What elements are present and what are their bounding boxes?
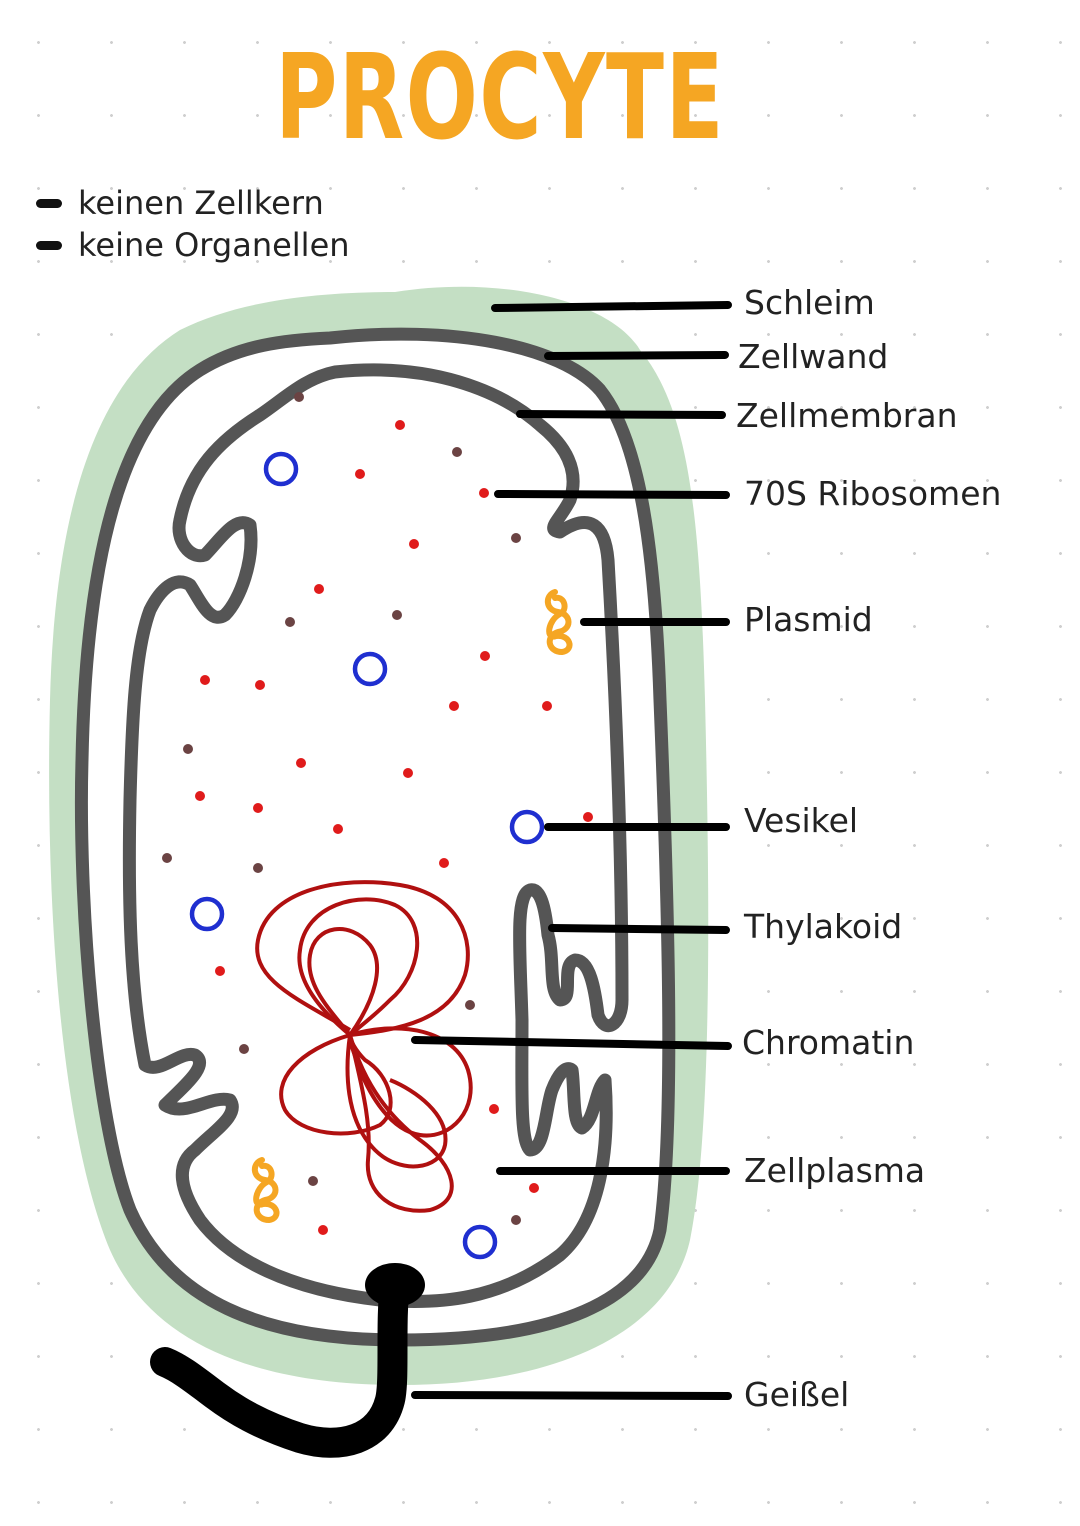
note-no-nucleus: keinen Zellkern (36, 184, 324, 222)
ribosome-dot (162, 853, 172, 863)
plasmid-group (251, 589, 573, 1224)
leader-lines (411, 301, 732, 1400)
bullet-dash-icon (36, 240, 62, 250)
ribosome-dot (296, 758, 306, 768)
ribosome-dot (285, 617, 295, 627)
ribosome-dot (294, 392, 304, 402)
ribosome-dot (355, 469, 365, 479)
vesicle (352, 651, 388, 687)
ribosome-dot (308, 1176, 318, 1186)
ribosome-dot (183, 744, 193, 754)
label-chromatin: Chromatin (742, 1023, 915, 1062)
ribosome-dot (255, 680, 265, 690)
ribosome-dot (253, 863, 263, 873)
plasmid-icon (251, 1157, 280, 1224)
ribosome-dot (253, 803, 263, 813)
vesicle (189, 896, 225, 932)
vesicle (263, 451, 299, 487)
ribosome-dot (452, 447, 462, 457)
ribosome-dot (511, 1215, 521, 1225)
label-schleim: Schleim (744, 283, 875, 322)
ribosome-dot (465, 1000, 475, 1010)
chromatin-loops (255, 880, 473, 1213)
ribosome-dot (511, 533, 521, 543)
ribosome-dot (479, 488, 489, 498)
page-title: PROCYTE (275, 28, 725, 166)
label-zellmembran: Zellmembran (736, 396, 958, 435)
ribosome-dot (583, 812, 593, 822)
ribosome-dot (333, 824, 343, 834)
ribosome-dot (403, 768, 413, 778)
ribosome-dot (439, 858, 449, 868)
label-ribosomen: 70S Ribosomen (744, 474, 1002, 513)
plasmid-icon (544, 589, 573, 656)
label-zellplasma: Zellplasma (744, 1151, 926, 1190)
ribosome-dot (215, 966, 225, 976)
note-text: keinen Zellkern (78, 184, 324, 222)
note-text: keine Organellen (78, 226, 350, 264)
ribosome-dot (239, 1044, 249, 1054)
ribosome-dot (395, 420, 405, 430)
ribosome-dots (162, 392, 593, 1235)
ribosome-dot (392, 610, 402, 620)
ribosome-dot (542, 701, 552, 711)
label-vesikel: Vesikel (744, 801, 859, 840)
label-thylakoid: Thylakoid (744, 907, 903, 946)
cell-membrane (122, 363, 629, 1309)
ribosome-dot (409, 539, 419, 549)
vesicle (462, 1224, 498, 1260)
vesicle (509, 809, 545, 845)
flagellum (150, 1270, 410, 1458)
ribosome-dot (200, 675, 210, 685)
ribosome-dot (318, 1225, 328, 1235)
label-plasmid: Plasmid (744, 600, 873, 639)
flagellum-base (365, 1263, 425, 1307)
note-no-organelles: keine Organellen (36, 226, 350, 264)
label-geissel: Geißel (744, 1375, 850, 1414)
ribosome-dot (529, 1183, 539, 1193)
ribosome-dot (489, 1104, 499, 1114)
ribosome-dot (314, 584, 324, 594)
ribosome-dot (195, 791, 205, 801)
ribosome-dot (480, 651, 490, 661)
vesicle-group (189, 451, 545, 1260)
bullet-dash-icon (36, 198, 62, 208)
ribosome-dot (449, 701, 459, 711)
label-zellwand: Zellwand (738, 337, 889, 376)
